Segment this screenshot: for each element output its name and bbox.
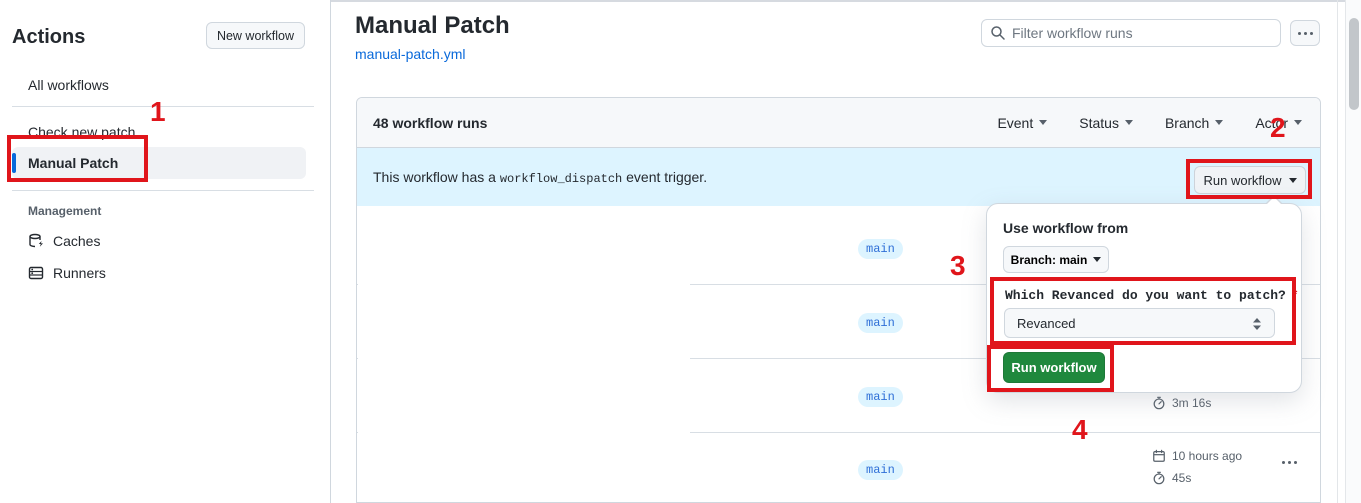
- workflow-input-label: Which Revanced do you want to patch? *: [1005, 288, 1299, 303]
- filter-label: Status: [1079, 114, 1119, 131]
- scrollbar-track[interactable]: [1345, 0, 1361, 503]
- workflow-dispatch-banner: This workflow has a workflow_dispatch ev…: [357, 148, 1320, 206]
- chevron-down-icon: [1294, 120, 1302, 129]
- stopwatch-icon: [1153, 471, 1165, 485]
- select-updown-icon: [1253, 318, 1261, 330]
- workflow-run-row[interactable]: main 10 hours ago: [357, 432, 1320, 502]
- new-workflow-button[interactable]: New workflow: [206, 22, 305, 49]
- page-title: Manual Patch: [355, 12, 510, 39]
- run-workflow-dropdown-button[interactable]: Run workflow: [1194, 166, 1306, 194]
- banner-text-after: event trigger.: [626, 168, 708, 185]
- cache-database-icon: [29, 233, 43, 248]
- workflow-run-row[interactable]: main: [357, 206, 1320, 284]
- filter-workflow-runs-search: [981, 19, 1281, 47]
- branch-badge[interactable]: main: [858, 387, 903, 407]
- actions-sidebar: Actions New workflow All workflows Check…: [0, 0, 330, 503]
- run-time: 10 hours ago: [1152, 449, 1242, 463]
- input-label-text: Which Revanced do you want to patch?: [1005, 288, 1286, 303]
- sidebar-item-label: Caches: [53, 233, 101, 249]
- management-section-label: Management: [28, 204, 102, 218]
- filter-label: Event: [997, 114, 1034, 131]
- branch-badge[interactable]: main: [858, 460, 903, 480]
- sidebar-item-caches[interactable]: Caches: [28, 233, 100, 249]
- search-input[interactable]: [981, 19, 1281, 47]
- revanced-select[interactable]: Revanced: [1004, 308, 1275, 338]
- more-options-button[interactable]: [1290, 20, 1320, 46]
- branch-selector-button[interactable]: Branch: main: [1003, 246, 1109, 273]
- workflow-run-row[interactable]: main 3m 16s: [357, 358, 1320, 432]
- chevron-down-icon: [1124, 120, 1133, 129]
- scrollbar-thumb[interactable]: [1349, 18, 1359, 110]
- calendar-icon: [1153, 449, 1165, 462]
- run-workflow-label: Run workflow: [1203, 172, 1282, 188]
- stopwatch-icon: [1153, 396, 1165, 410]
- chevron-down-icon: [1215, 120, 1224, 129]
- duration-text: 3m 16s: [1172, 396, 1212, 410]
- content-right-edge: [1337, 0, 1338, 503]
- search-icon: [991, 26, 1005, 40]
- required-marker: *: [1290, 288, 1299, 303]
- run-row-menu-button[interactable]: [1282, 461, 1297, 464]
- chevron-down-icon: [1288, 177, 1297, 187]
- server-icon: [28, 266, 44, 280]
- sidebar-separator: [330, 0, 331, 503]
- sidebar-item-check-new-patch[interactable]: Check new patch: [12, 117, 314, 147]
- workflow-run-row[interactable]: main: [357, 284, 1320, 358]
- sidebar-item-label: All workflows: [28, 77, 109, 93]
- run-workflow-submit-button[interactable]: Run workflow: [1003, 352, 1105, 383]
- sidebar-item-label: Check new patch: [28, 124, 136, 140]
- sidebar-divider: [12, 106, 314, 107]
- run-duration: 3m 16s: [1152, 396, 1211, 410]
- blank-run-details-area: [358, 207, 690, 502]
- panel-caret: [1266, 197, 1282, 205]
- event-filter-dropdown[interactable]: Event: [997, 114, 1048, 131]
- sidebar-item-all-workflows[interactable]: All workflows: [12, 70, 314, 100]
- run-workflow-panel: Use workflow from Branch: main Which Rev…: [986, 195, 1302, 393]
- select-value: Revanced: [1017, 315, 1076, 331]
- sidebar-divider: [12, 190, 314, 191]
- sidebar-title: Actions: [12, 26, 86, 48]
- runs-filters: Event Status Branch Actor: [997, 98, 1302, 147]
- workflow-runs-count: 48 workflow runs: [373, 114, 488, 131]
- runs-card-header: 48 workflow runs Event Status Branch Act…: [357, 98, 1320, 148]
- time-text: 10 hours ago: [1172, 449, 1243, 463]
- sidebar-item-manual-patch[interactable]: Manual Patch: [12, 147, 306, 179]
- sidebar-item-label: Manual Patch: [28, 155, 119, 171]
- banner-text: This workflow has a workflow_dispatch ev…: [373, 169, 707, 186]
- kebab-icon: [1297, 31, 1313, 35]
- filter-label: Branch: [1164, 114, 1210, 131]
- duration-text: 45s: [1172, 471, 1192, 485]
- selected-indicator-bar: [12, 153, 16, 173]
- branch-filter-dropdown[interactable]: Branch: [1164, 114, 1224, 131]
- use-workflow-from-label: Use workflow from: [1003, 220, 1129, 236]
- chevron-down-icon: [1093, 257, 1102, 266]
- workflow-runs-list: main main main 3m 16s main: [357, 206, 1320, 502]
- branch-badge[interactable]: main: [858, 313, 903, 333]
- branch-badge[interactable]: main: [858, 239, 903, 259]
- chevron-down-icon: [1039, 120, 1048, 129]
- sidebar-item-runners[interactable]: Runners: [28, 265, 106, 281]
- actor-filter-dropdown[interactable]: Actor: [1255, 115, 1302, 131]
- run-duration: 45s: [1152, 471, 1191, 485]
- branch-selector-label: Branch: main: [1010, 252, 1088, 267]
- filter-label: Actor: [1255, 114, 1288, 131]
- page-top-border: [0, 0, 1361, 2]
- banner-code: workflow_dispatch: [499, 171, 623, 186]
- workflow-file-link[interactable]: manual-patch.yml: [355, 46, 466, 62]
- banner-text-before: This workflow has a: [373, 168, 500, 185]
- sidebar-item-label: Runners: [53, 265, 106, 281]
- workflow-runs-card: 48 workflow runs Event Status Branch Act…: [356, 97, 1321, 503]
- status-filter-dropdown[interactable]: Status: [1079, 115, 1133, 131]
